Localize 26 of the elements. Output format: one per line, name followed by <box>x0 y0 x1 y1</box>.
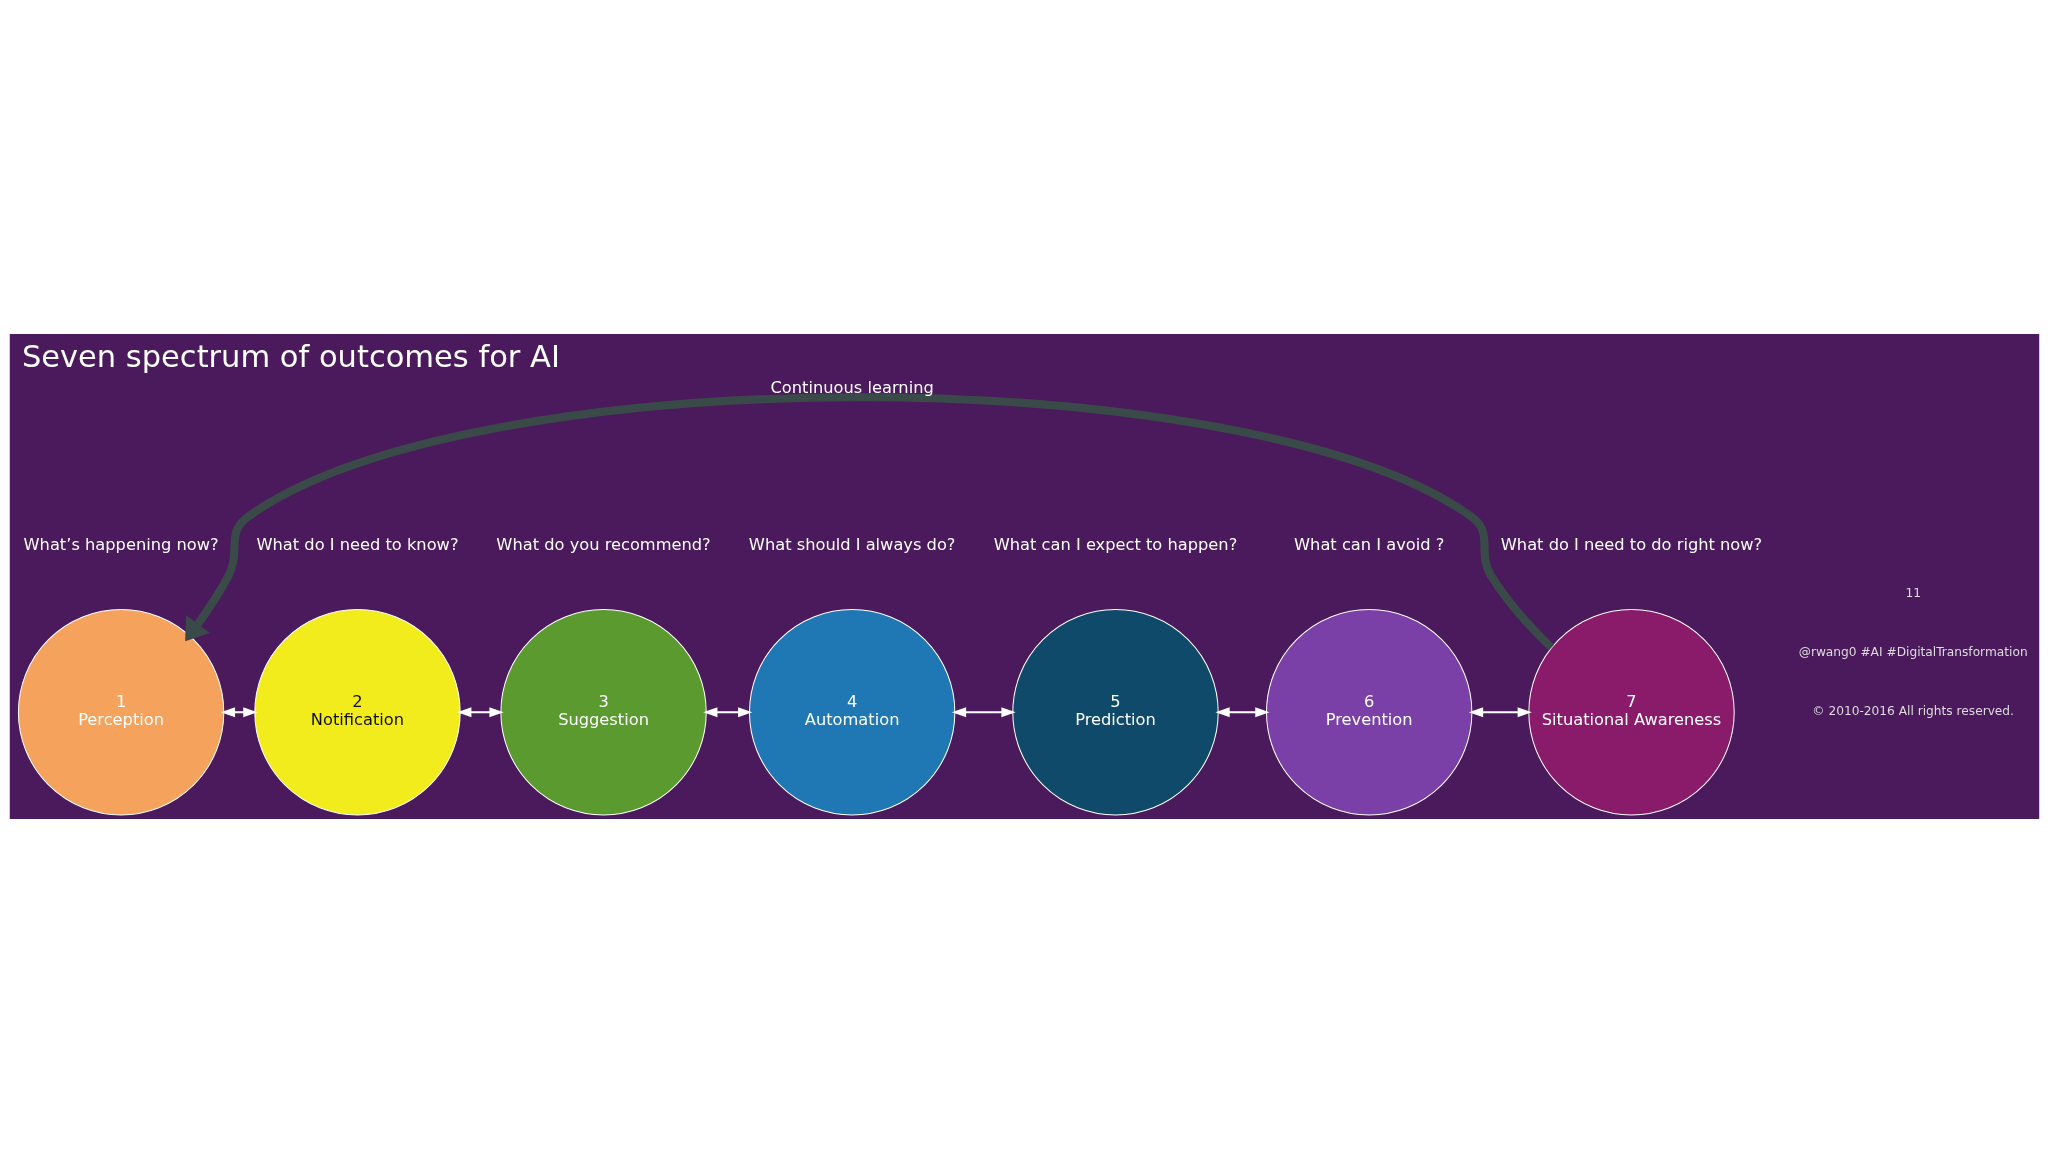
arrow <box>1468 706 1532 717</box>
node-circle: 5 Prediction <box>1011 608 1219 815</box>
node-circle: 7 Situational Awareness <box>1527 608 1735 815</box>
arrow <box>951 706 1016 717</box>
node-label: What can I expect to happen? <box>993 534 1237 554</box>
node-circle: 4 Automation <box>748 608 955 815</box>
label: © 2010-2016 All rights reserved. <box>1811 703 2014 718</box>
node-label: What do you recommend? <box>495 534 711 554</box>
node-label: What’s happening now? <box>23 534 219 554</box>
node-label: What can I avoid ? <box>1293 534 1444 554</box>
node-circle: 6 Prevention <box>1265 608 1472 815</box>
arrow <box>456 706 504 717</box>
arrow <box>220 706 257 717</box>
label: 11 <box>1904 585 1921 600</box>
node-circle: 2 Notification <box>253 608 461 815</box>
node-circle: 1 Perception <box>17 608 224 815</box>
label: @rwang0 #AI #DigitalTransformation <box>1798 644 2028 659</box>
node-label: What do I need to do right now? <box>1500 534 1762 554</box>
node-label: What do I need to know? <box>255 534 459 554</box>
arrow <box>702 706 752 717</box>
arrow <box>184 392 1554 650</box>
arrow <box>1214 706 1269 717</box>
diagram-title: Seven spectrum of outcomes for AI <box>21 338 560 374</box>
edge-label: Continuous learning <box>770 377 934 397</box>
node-label: What should I always do? <box>748 534 955 554</box>
node-circle: 3 Suggestion <box>499 608 707 815</box>
